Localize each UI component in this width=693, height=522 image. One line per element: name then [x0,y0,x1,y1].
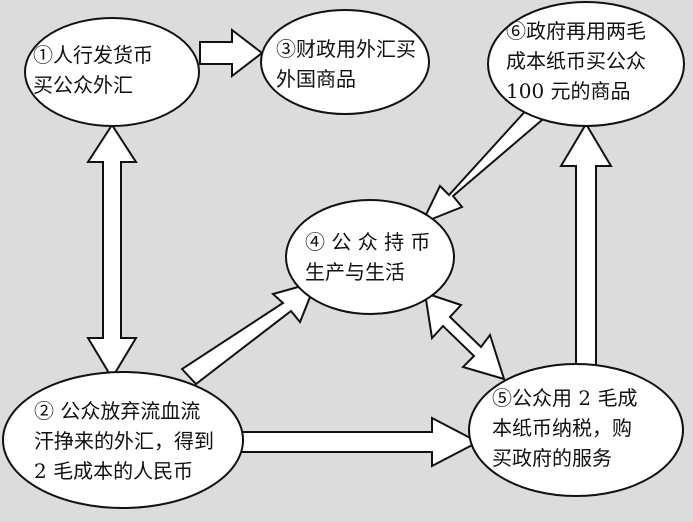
node-4-label: ④ 公 众 持 币 生产与生活 [305,227,430,287]
node-3-line-2: 外国商品 [276,67,356,91]
node-4-line-1: ④ 公 众 持 币 [305,230,431,254]
node-4-ellipse [285,199,455,315]
node-1-line-2: 买公众外汇 [33,73,133,97]
node-2-label: ② 公众放弃流血流 汗挣来的外汇，得到 2 毛成本的人民币 [34,396,214,486]
arrow-6-to-4 [419,104,544,225]
node-1-label: ①人行发货币 买公众外汇 [33,40,153,100]
node-5-line-2: 本纸币纳税，购 [492,416,632,440]
arrow-1-to-3 [199,27,264,79]
arrow-5-to-6 [559,122,613,373]
arrow-4-to-5-double [423,291,506,381]
arrow-1-to-2-double [86,123,138,380]
node-6-label: ⑥政府再用两毛 成本纸币买公众 100 元的商品 [506,16,646,106]
node-2-line-1: ② 公众放弃流血流 [34,399,201,423]
node-6-line-1: ⑥政府再用两毛 [506,19,646,43]
node-5-line-3: 买政府的服务 [492,446,612,470]
node-3-label: ③财政用外汇买 外国商品 [276,34,416,94]
node-2-line-2: 汗挣来的外汇，得到 [34,429,214,453]
node-3-line-1: ③财政用外汇买 [276,37,416,61]
node-5-label: ⑤公众用 2 毛成 本纸币纳税，购 买政府的服务 [492,383,637,473]
node-6-line-3: 100 元的商品 [506,79,631,103]
node-6-ellipse [487,1,685,127]
node-2-line-3: 2 毛成本的人民币 [34,459,194,483]
node-1-ellipse [24,17,200,127]
arrow-2-to-4 [180,280,318,386]
node-5-line-1: ⑤公众用 2 毛成 [492,386,638,410]
node-4-line-2: 生产与生活 [305,260,405,284]
node-2-ellipse [2,371,244,509]
node-1-line-1: ①人行发货币 [33,43,153,67]
node-3-ellipse [260,9,430,115]
arrow-2-to-5 [237,416,481,468]
node-6-line-2: 成本纸币买公众 [506,49,646,73]
node-5-ellipse [468,363,684,497]
